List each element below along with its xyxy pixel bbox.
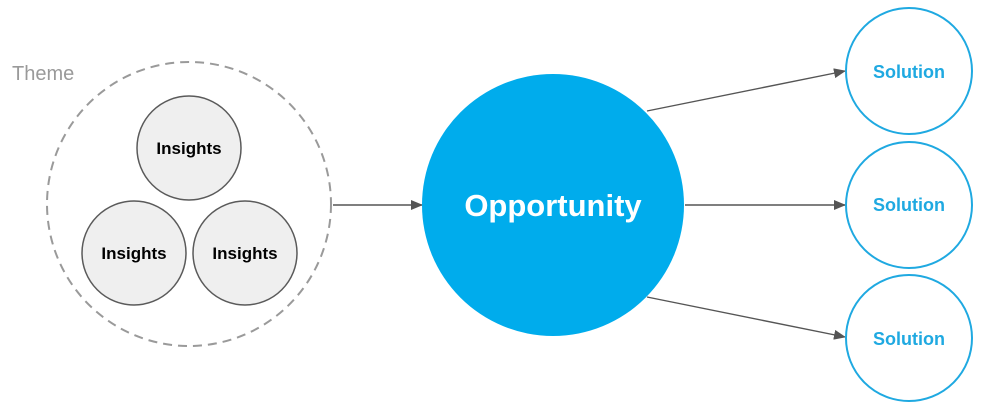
solution-label: Solution bbox=[873, 195, 945, 215]
theme-label: Theme bbox=[12, 63, 74, 85]
solution-label: Solution bbox=[873, 62, 945, 82]
arrow-opportunity-to-solution-bottom bbox=[646, 296, 846, 340]
insight-node: Insights bbox=[81, 200, 187, 306]
theme-group: Theme bbox=[12, 61, 332, 347]
insight-label: Insights bbox=[156, 139, 221, 158]
solution-circle bbox=[845, 274, 973, 402]
solution-circle bbox=[845, 7, 973, 135]
insight-label: Insights bbox=[101, 244, 166, 263]
theme-circle bbox=[46, 61, 332, 347]
solution-node: Solution bbox=[845, 7, 973, 135]
insight-node: Insights bbox=[136, 95, 242, 201]
solution-node: Solution bbox=[845, 141, 973, 269]
insight-node: Insights bbox=[192, 200, 298, 306]
opportunity-label: Opportunity bbox=[464, 188, 642, 223]
solution-label: Solution bbox=[873, 329, 945, 349]
solution-circle bbox=[845, 141, 973, 269]
solution-node: Solution bbox=[845, 274, 973, 402]
arrow-opportunity-to-solution-top bbox=[646, 68, 846, 112]
opportunity-circle bbox=[422, 74, 684, 336]
opportunity-node: Opportunity bbox=[422, 74, 684, 336]
insight-label: Insights bbox=[212, 244, 277, 263]
insight-circle bbox=[136, 95, 242, 201]
insight-circle bbox=[81, 200, 187, 306]
insight-circle bbox=[192, 200, 298, 306]
